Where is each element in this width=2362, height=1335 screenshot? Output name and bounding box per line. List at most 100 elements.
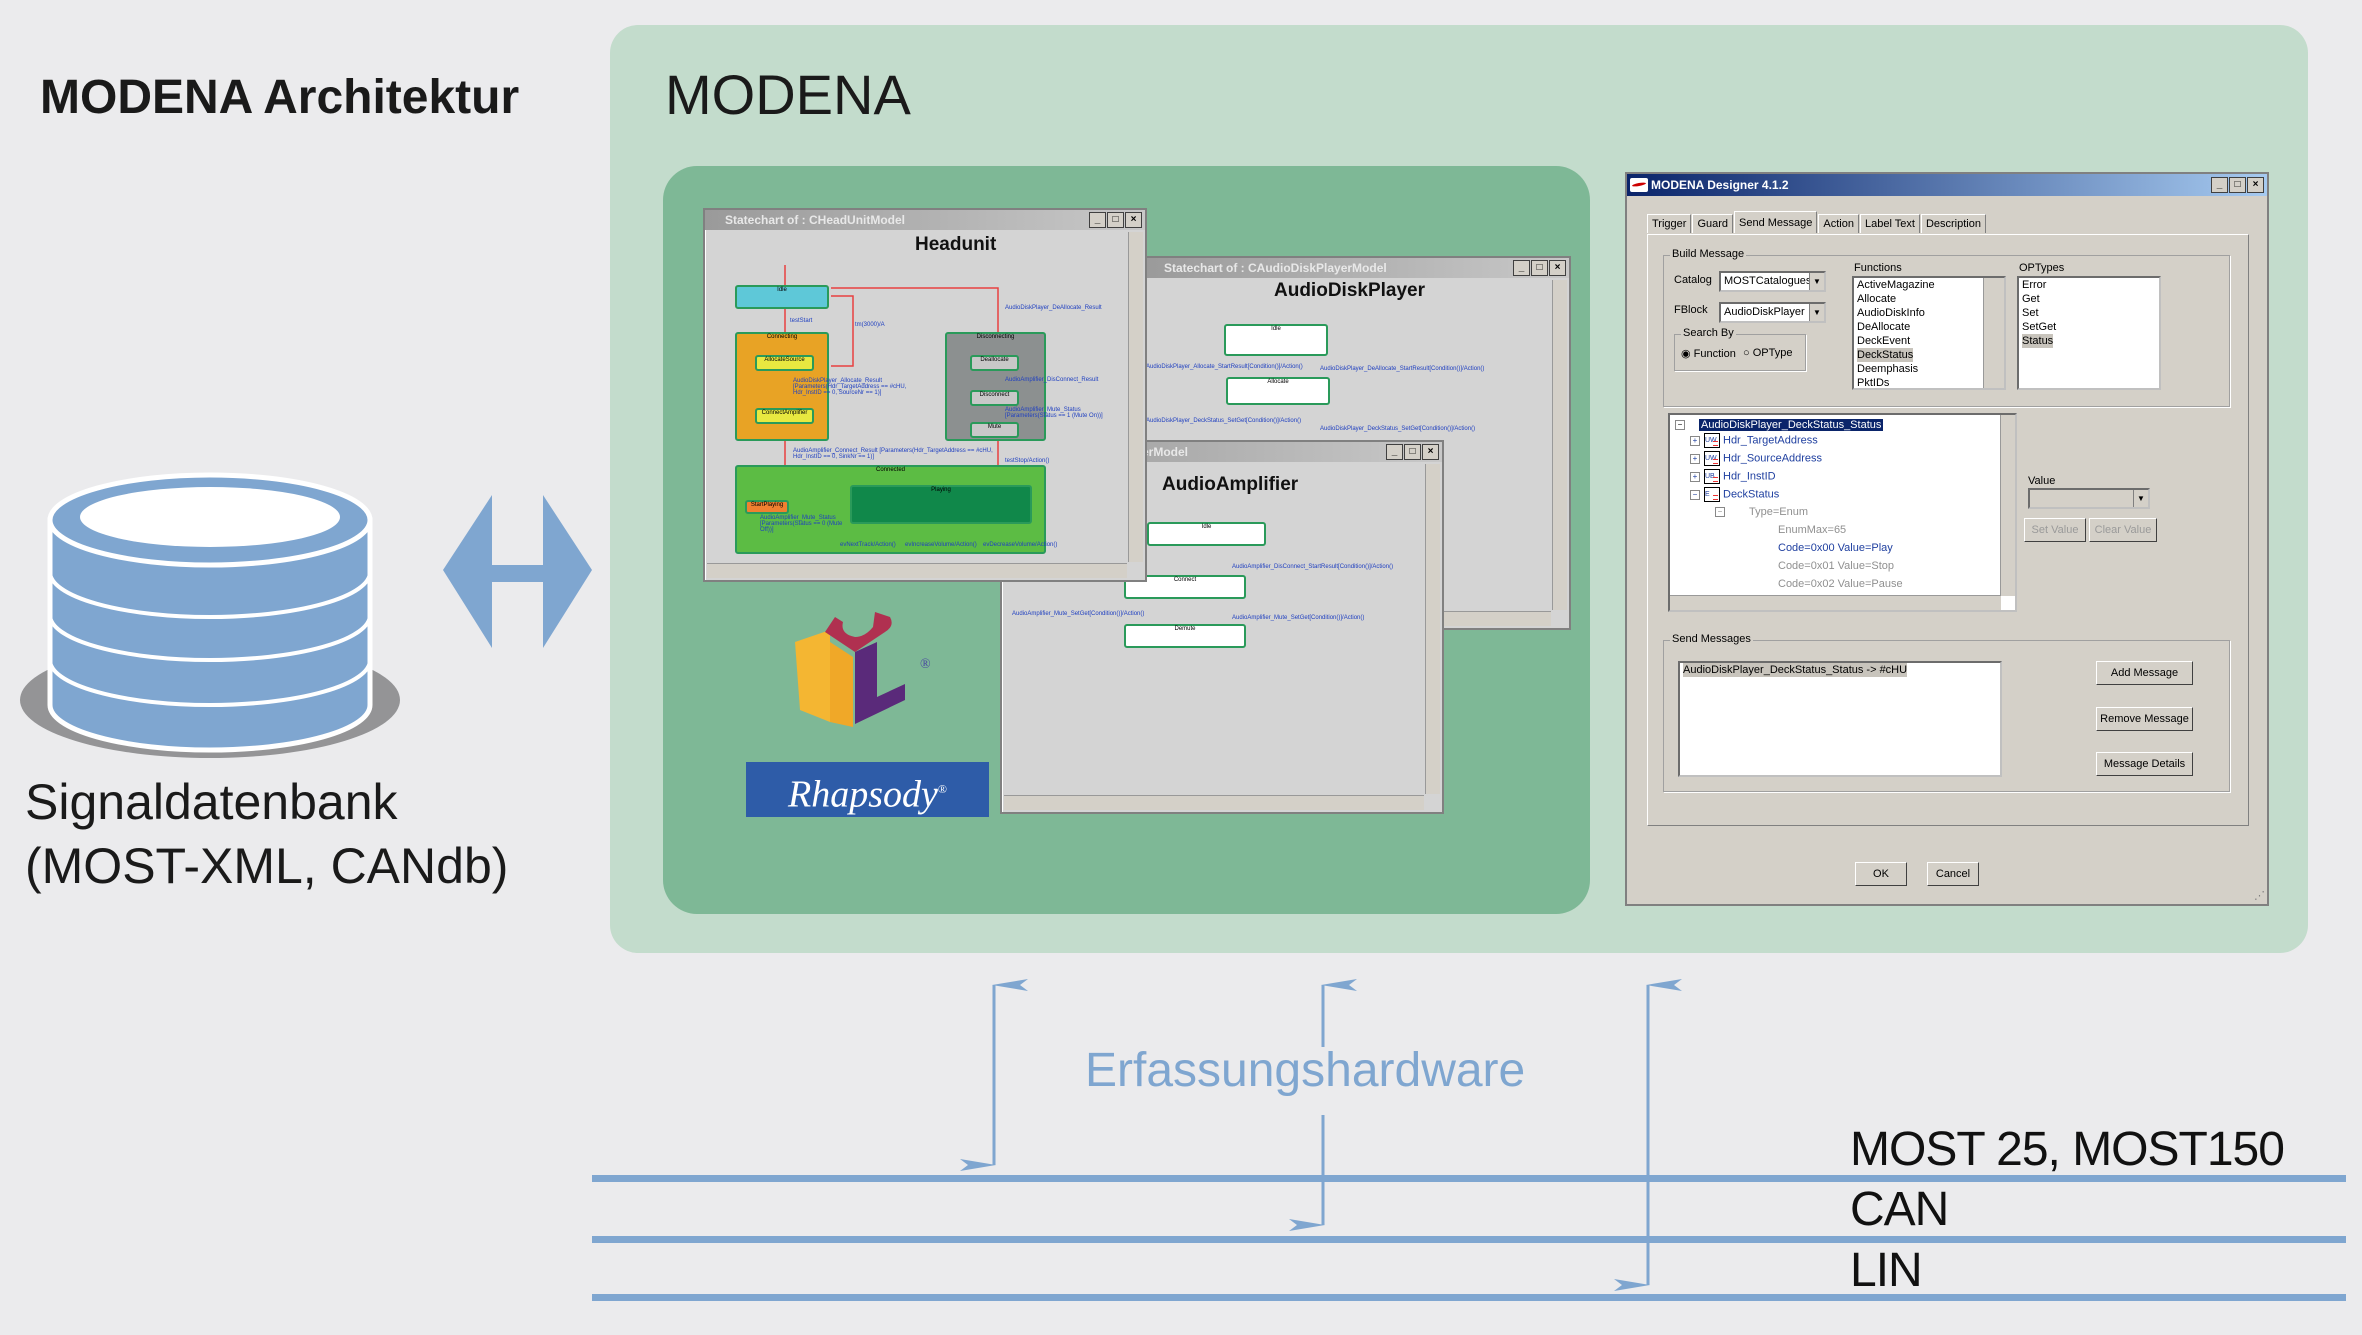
statechart-window-headunit[interactable]: Statechart of : CHeadUnitModel _ □ × Hea…: [703, 208, 1147, 582]
tab-action[interactable]: Action: [1818, 214, 1859, 233]
minimize-button[interactable]: _: [1386, 444, 1403, 460]
maximize-button[interactable]: □: [1531, 260, 1548, 276]
minimize-button[interactable]: _: [2211, 177, 2228, 193]
hardware-label: Erfassungshardware: [1085, 1044, 1526, 1097]
close-button[interactable]: ×: [2247, 177, 2264, 193]
clear-value-button[interactable]: Clear Value: [2089, 518, 2157, 542]
chevron-down-icon: ▼: [1809, 273, 1824, 290]
transition-label: AudioAmplifier_Mute_Status [Parameters(S…: [1005, 407, 1103, 419]
tab-send-message[interactable]: Send Message: [1734, 211, 1818, 233]
state-mute[interactable]: Mute: [970, 422, 1019, 438]
tab-label-text[interactable]: Label Text: [1859, 214, 1920, 233]
state-demute[interactable]: Demute: [1124, 624, 1246, 648]
state-deallocate[interactable]: Deallocate: [970, 355, 1019, 371]
tree-leaf[interactable]: EnumMax=65: [1778, 524, 1847, 536]
close-button[interactable]: ×: [1125, 212, 1142, 228]
transition-label: testStop/Action(): [1005, 458, 1050, 464]
add-message-button[interactable]: Add Message: [2096, 661, 2193, 685]
radio-optype[interactable]: ○ OPType: [1743, 347, 1793, 359]
database-label: Signaldatenbank (MOST-XML, CANdb): [25, 770, 508, 898]
functions-label: Functions: [1854, 262, 1902, 274]
remove-message-button[interactable]: Remove Message: [2096, 707, 2193, 731]
list-item[interactable]: Deemphasis: [1857, 363, 1919, 375]
horizontal-scrollbar[interactable]: [1670, 595, 2001, 610]
list-item[interactable]: Allocate: [1857, 293, 1897, 305]
tree-leaf[interactable]: Code=0x00 Value=Play: [1778, 542, 1893, 554]
value-select[interactable]: ▼: [2028, 488, 2150, 509]
catalog-select[interactable]: MOSTCatalogues ▼: [1719, 271, 1826, 292]
horizontal-scrollbar[interactable]: [707, 563, 1127, 578]
horizontal-scrollbar[interactable]: [1004, 795, 1424, 810]
state-idle[interactable]: Idle: [735, 285, 829, 309]
optypes-list[interactable]: Error Get Set SetGet Status: [2017, 276, 2161, 390]
state-playing[interactable]: Playing: [850, 485, 1032, 524]
build-message-group: Build Message Catalog MOSTCatalogues ▼ F…: [1663, 248, 2230, 407]
transition-label: testStart: [790, 318, 813, 324]
vertical-scrollbar[interactable]: [1128, 232, 1143, 562]
vertical-scrollbar[interactable]: [1983, 278, 2004, 388]
rhapsody-logo-text: Rhapsody: [788, 773, 938, 816]
modena-designer-window[interactable]: MODENA Designer 4.1.2 _ □ × Trigger Guar…: [1625, 172, 2269, 906]
functions-list[interactable]: ActiveMagazine Allocate AudioDiskInfo De…: [1852, 276, 2006, 390]
list-item[interactable]: Get: [2022, 293, 2040, 305]
list-item-selected[interactable]: AudioDiskPlayer_DeckStatus_Status -> #cH…: [1683, 663, 1908, 677]
vertical-scrollbar[interactable]: [1552, 280, 1567, 610]
bus-line-lin: [592, 1294, 2346, 1301]
state-connectamplifier[interactable]: ConnectAmplifier: [755, 408, 814, 424]
close-button[interactable]: ×: [1422, 444, 1439, 460]
bus-label-can: CAN: [1850, 1183, 1949, 1236]
list-item[interactable]: Error: [2022, 279, 2047, 291]
window-titlebar[interactable]: Statechart of : CHeadUnitModel _ □ ×: [705, 210, 1145, 230]
list-item-selected[interactable]: DeckStatus: [1857, 348, 1914, 362]
group-label: Search By: [1681, 327, 1736, 339]
state-startplaying[interactable]: StartPlaying: [745, 500, 789, 514]
radio-function[interactable]: ◉ Function: [1681, 348, 1736, 360]
fblock-select[interactable]: AudioDiskPlayer ▼: [1719, 302, 1826, 323]
window-title: Statechart of : CAudioDiskPlayerModel: [1164, 261, 1387, 275]
state-allocatesource[interactable]: AllocateSource: [755, 355, 814, 371]
maximize-button[interactable]: □: [1404, 444, 1421, 460]
minimize-button[interactable]: _: [1513, 260, 1530, 276]
tree-node[interactable]: −Type=Enum: [1715, 505, 1808, 519]
list-item[interactable]: ActiveMagazine: [1857, 279, 1935, 291]
tab-description[interactable]: Description: [1920, 214, 1986, 233]
resize-grip-icon[interactable]: ⋰: [2254, 890, 2265, 902]
set-value-button[interactable]: Set Value: [2024, 518, 2086, 542]
tab-trigger[interactable]: Trigger: [1647, 214, 1692, 233]
minimize-button[interactable]: _: [1089, 212, 1106, 228]
vertical-scrollbar[interactable]: [2000, 415, 2015, 596]
vertical-scrollbar[interactable]: [1425, 464, 1440, 794]
list-item[interactable]: SetGet: [2022, 321, 2057, 333]
tab-guard[interactable]: Guard: [1692, 214, 1734, 233]
list-item[interactable]: DeAllocate: [1857, 321, 1911, 333]
search-by-group: Search By ◉ Function ○ OPType: [1674, 327, 1806, 371]
tree-leaf[interactable]: Code=0x01 Value=Stop: [1778, 560, 1894, 572]
maximize-button[interactable]: □: [1107, 212, 1124, 228]
ok-button[interactable]: OK: [1855, 862, 1907, 886]
close-button[interactable]: ×: [1549, 260, 1566, 276]
message-details-button[interactable]: Message Details: [2096, 752, 2193, 776]
list-item[interactable]: Set: [2022, 307, 2039, 319]
list-item[interactable]: DeckEvent: [1857, 335, 1911, 347]
window-titlebar[interactable]: Statechart of : CAudioDiskPlayerModel _ …: [1144, 258, 1569, 278]
state-allocate[interactable]: Allocate: [1226, 377, 1330, 405]
send-messages-list[interactable]: AudioDiskPlayer_DeckStatus_Status -> #cH…: [1678, 661, 2002, 777]
bus-label-lin: LIN: [1850, 1244, 1923, 1297]
list-item-selected[interactable]: Status: [2022, 334, 2054, 348]
state-disconnect[interactable]: Disconnect: [970, 390, 1019, 406]
tree-root[interactable]: −AudioDiskPlayer_DeckStatus_Status: [1675, 418, 1884, 432]
list-item[interactable]: PktIDs: [1857, 377, 1890, 389]
cancel-button[interactable]: Cancel: [1927, 862, 1979, 886]
list-item[interactable]: AudioDiskInfo: [1857, 307, 1925, 319]
state-idle[interactable]: Idle: [1224, 324, 1328, 356]
transition-label: AudioAmplifier_DisConnect_Result: [1005, 377, 1099, 383]
state-idle[interactable]: Idle: [1147, 522, 1266, 546]
window-titlebar[interactable]: MODENA Designer 4.1.2 _ □ ×: [1627, 174, 2267, 196]
tree-leaf[interactable]: Code=0x02 Value=Pause: [1778, 578, 1903, 590]
maximize-button[interactable]: □: [2229, 177, 2246, 193]
